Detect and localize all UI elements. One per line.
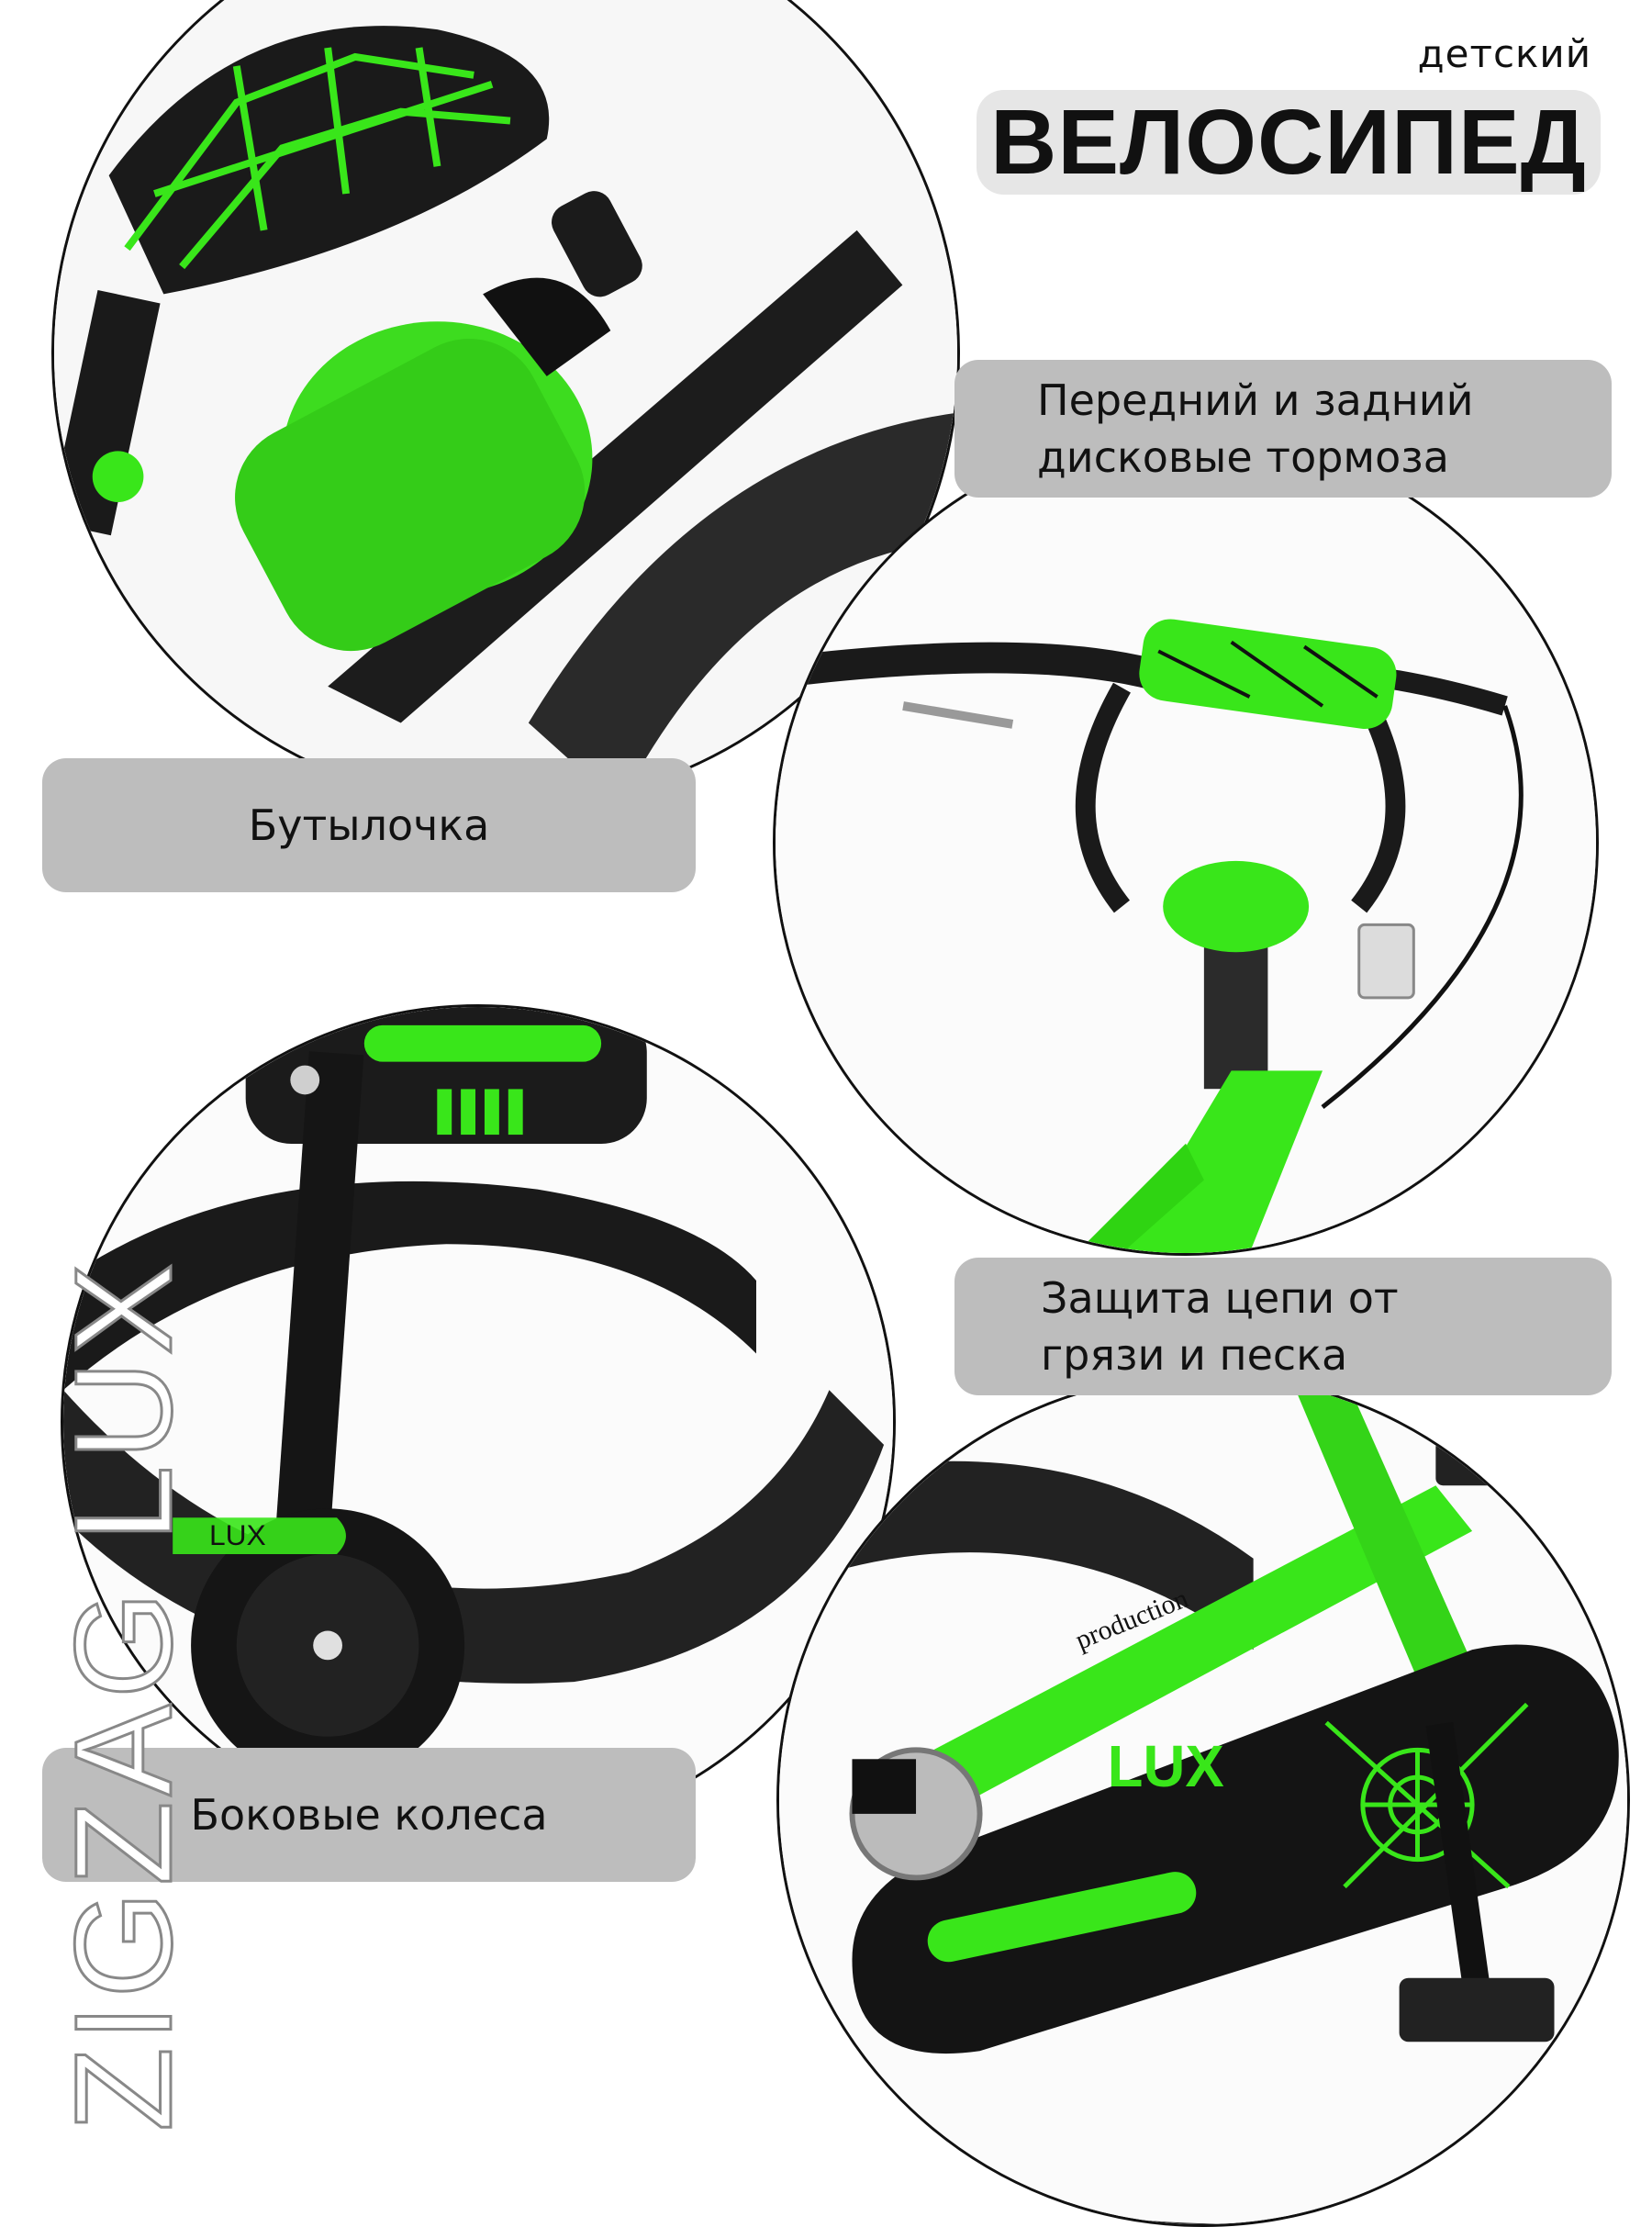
label-training-wheels-text: Боковые колеса [190,1789,548,1840]
label-chain-guard: Защита цепи от грязи и песка [954,1258,1612,1395]
label-brakes: Передний и задний дисковые тормоза [954,360,1612,498]
brand-vertical-text: ZIGZAG LUX [45,1257,202,2133]
label-chain-guard-text: Защита цепи от грязи и песка [1041,1272,1399,1380]
chain-guard-photo: LUX production [776,1373,1630,2227]
lux-sticker-text: LUX [209,1518,266,1551]
label-training-wheels: Боковые колеса [42,1748,696,1882]
handlebar-photo [773,430,1599,1256]
subtitle-text: детский [1417,31,1591,76]
label-bottle-text: Бутылочка [248,800,490,850]
lux-logo-text: LUX [1108,1734,1224,1799]
title-pill [977,90,1601,195]
training-wheels-photo: LUX [61,1004,896,1840]
page-title: ВЕЛОСИПЕД [990,90,1587,194]
bottle-photo [51,0,960,808]
label-brakes-text: Передний и задний дисковые тормоза [1037,375,1474,482]
label-bottle: Бутылочка [42,758,696,892]
